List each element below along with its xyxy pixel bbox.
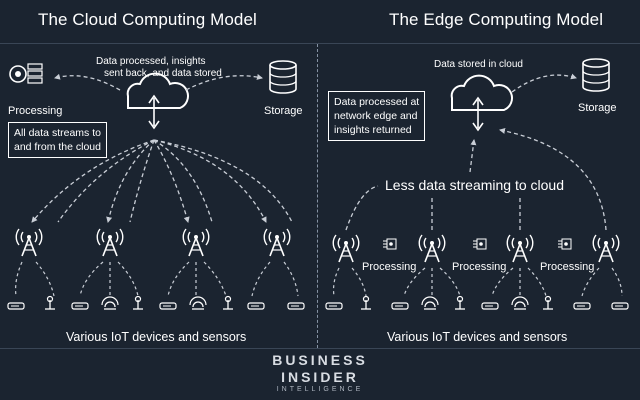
edge-callout-line3: insights returned <box>334 124 412 136</box>
footer-divider <box>0 348 640 349</box>
cloud-bottom-label: Various IoT devices and sensors <box>66 330 247 344</box>
edge-cloud-note: Data stored in cloud <box>434 59 523 70</box>
antenna-tower-icon <box>506 234 534 263</box>
tower-to-device-lines-left <box>15 261 299 297</box>
cloud-data-note: Data processed, insights sent back, and … <box>96 56 222 80</box>
brand-line1: BUSINESS <box>272 352 368 368</box>
edge-processing-label-2: Processing <box>452 261 507 273</box>
edge-bottom-label: Various IoT devices and sensors <box>387 330 568 344</box>
edge-to-cloud-lines <box>345 128 607 231</box>
cloud-callout-line1: All data streams to <box>14 127 101 139</box>
brand-line2: INSIDER <box>281 369 359 385</box>
edge-callout-line2: network edge and <box>334 110 418 122</box>
antenna-tower-icon <box>592 234 620 263</box>
database-icon <box>582 58 610 92</box>
cloud-data-note-line2: sent back, and data stored <box>104 68 222 79</box>
edge-processing-label-1: Processing <box>362 261 417 273</box>
panel-divider <box>317 44 318 348</box>
antenna-tower-icon <box>332 234 360 263</box>
sensor-device-icon-row-left <box>7 295 305 310</box>
processing-module-icon <box>472 238 487 250</box>
cloud-fan-lines <box>31 139 293 223</box>
cloud-callout-box: All data streams to and from the cloud <box>8 122 107 158</box>
edge-callout-line1: Data processed at <box>334 96 420 108</box>
cloud-data-note-line1: Data processed, insights <box>96 56 206 67</box>
edge-middle-label: Less data streaming to cloud <box>382 177 567 193</box>
cloud-icon <box>126 72 189 130</box>
cloud-storage-label: Storage <box>264 105 303 117</box>
edge-processing-label-3: Processing <box>540 261 595 273</box>
brand-line3: INTELLIGENCE <box>276 386 364 393</box>
antenna-tower-icon <box>96 228 124 257</box>
cloud-callout-line2: and from the cloud <box>14 141 101 153</box>
edge-storage-label: Storage <box>578 102 617 114</box>
processing-module-icon <box>557 238 572 250</box>
processing-module-icon <box>382 238 397 250</box>
cloud-icon <box>450 74 513 132</box>
cloud-processing-label: Processing <box>8 105 63 117</box>
antenna-tower-icon <box>418 234 446 263</box>
cloud-model-title: The Cloud Computing Model <box>38 10 257 29</box>
server-gear-icon <box>9 63 43 84</box>
sensor-device-icon-row-right <box>325 295 629 310</box>
database-icon <box>269 60 297 94</box>
antenna-tower-icon <box>182 228 210 257</box>
antenna-tower-icon <box>263 228 291 257</box>
antenna-tower-icon <box>15 228 43 257</box>
edge-model-title: The Edge Computing Model <box>389 10 604 29</box>
edge-callout-box: Data processed at network edge and insig… <box>328 91 426 141</box>
title-divider <box>0 43 640 44</box>
tower-to-device-lines-right <box>332 267 623 297</box>
